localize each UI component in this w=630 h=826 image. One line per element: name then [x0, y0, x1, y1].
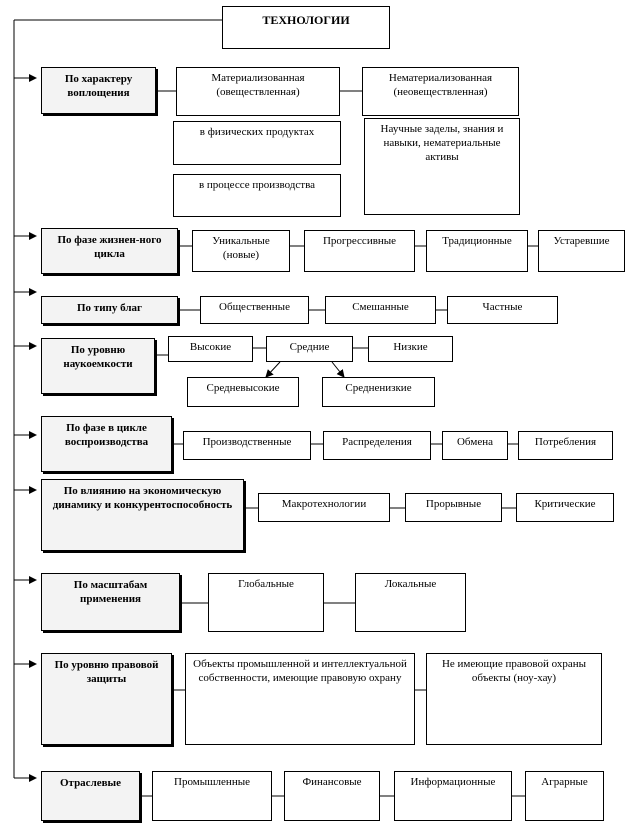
item-private: Частные [447, 296, 558, 324]
item-mixed: Смешанные [325, 296, 436, 324]
item-low: Низкие [368, 336, 453, 362]
item-agrarian: Аграрные [525, 771, 604, 821]
item-materialized: Материализованная (овеществленная) [176, 67, 340, 116]
item-intangible-assets: Научные заделы, знания и навыки, нематер… [364, 118, 520, 215]
item-outdated: Устаревшие [538, 230, 625, 272]
root-box: ТЕХНОЛОГИИ [222, 6, 390, 49]
item-progressive: Прогрессивные [304, 230, 415, 272]
item-medium: Средние [266, 336, 353, 362]
item-local: Локальные [355, 573, 466, 632]
item-industrial: Промышленные [152, 771, 272, 821]
item-production: Производственные [183, 431, 311, 460]
item-nonmaterialized: Нематериализованная (неовеществленная) [362, 67, 519, 116]
item-critical: Критические [516, 493, 614, 522]
item-macrotechnologies: Макротехнологии [258, 493, 390, 522]
category-legal-protection: По уровню правовой защиты [41, 653, 172, 745]
category-life-cycle: По фазе жизнен-ного цикла [41, 228, 178, 274]
item-medium-high: Средневысокие [187, 377, 299, 407]
item-financial: Финансовые [284, 771, 380, 821]
category-goods-type: По типу благ [41, 296, 178, 324]
category-scale: По масштабам применения [41, 573, 180, 631]
category-economic-impact: По влиянию на экономическую динамику и к… [41, 479, 244, 551]
item-breakthrough: Прорывные [405, 493, 502, 522]
item-distribution: Распределения [323, 431, 431, 460]
item-know-how: Не имеющие правовой охраны объекты (ноу-… [426, 653, 602, 745]
item-medium-low: Средненизкие [322, 377, 435, 407]
item-exchange: Обмена [442, 431, 508, 460]
item-public: Общественные [200, 296, 309, 324]
item-unique: Уникальные (новые) [192, 230, 290, 272]
item-production-process: в процессе производства [173, 174, 341, 217]
item-protected-ip: Объекты промышленной и интеллектуальной … [185, 653, 415, 745]
category-science-intensity: По уровню наукоемкости [41, 338, 155, 394]
category-embodiment: По характеру воплощения [41, 67, 156, 114]
item-consumption: Потребления [518, 431, 613, 460]
category-industry: Отраслевые [41, 771, 140, 821]
item-traditional: Традиционные [426, 230, 528, 272]
item-global: Глобальные [208, 573, 324, 632]
item-high: Высокие [168, 336, 253, 362]
category-reproduction-phase: По фазе в цикле воспроизводства [41, 416, 172, 472]
item-information: Информационные [394, 771, 512, 821]
item-physical-products: в физических продуктах [173, 121, 341, 165]
